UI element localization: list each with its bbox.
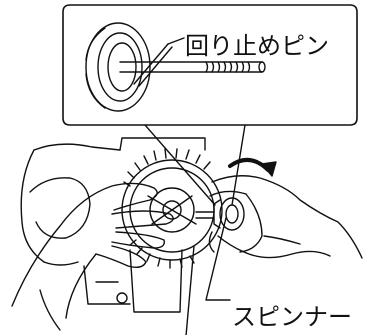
spinner-plate (122, 149, 222, 268)
spinner-label: スピンナー (232, 297, 352, 332)
pin-label: 回り止めピン (185, 26, 329, 61)
